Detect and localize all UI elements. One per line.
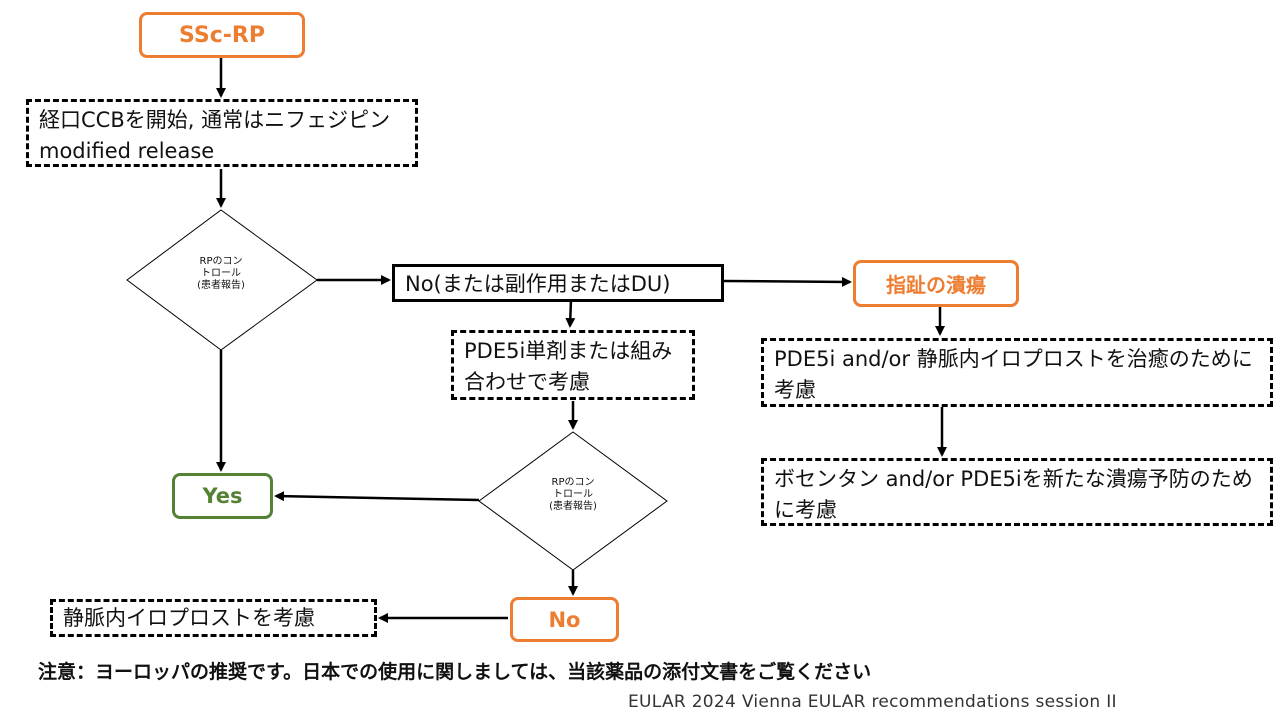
footer-note: 注意：ヨーロッパの推奨です。日本での使用に関しましては、当該薬品の添付文書をご覧… — [38, 661, 872, 683]
node-no: No — [510, 597, 619, 642]
node-ulcer-prevention: ボセンタン and/or PDE5iを新たな潰瘍予防のために考慮 — [761, 458, 1273, 526]
node-yes: Yes — [172, 473, 273, 519]
node-ulcer-treatment: PDE5i and/or 静脈内イロプロストを治癒のために考慮 — [761, 338, 1273, 407]
node-digital-ulcer: 指趾の潰瘍 — [853, 260, 1019, 307]
node-iv-iloprost: 静脈内イロプロストを考慮 — [50, 599, 377, 637]
node-no-side-effect-du: No(または副作用またはDU) — [392, 264, 724, 302]
node-ssc-rp: SSc-RP — [139, 12, 305, 58]
decision-2-line3: (患者報告) — [549, 501, 597, 512]
arrow-decision2-to-yes — [274, 491, 480, 502]
arrow-no-to-pde5i — [565, 299, 576, 328]
decision-1-line1: RPのコン — [199, 256, 243, 267]
decision-2-line1: RPのコン — [551, 477, 595, 488]
decision-1-line2: トロール — [201, 268, 241, 279]
node-oral-ccb: 経口CCBを開始, 通常はニフェジピンmodified release — [26, 99, 418, 167]
decision-1-label: RPのコン トロール (患者報告) — [171, 256, 271, 292]
decision-2-label: RPのコン トロール (患者報告) — [523, 477, 623, 513]
node-pde5i: PDE5i単剤または組み合わせで考慮 — [451, 330, 695, 400]
arrow-no-to-ulcer — [723, 276, 852, 287]
footer-credit: EULAR 2024 Vienna EULAR recommendations … — [628, 692, 1117, 712]
decision-1-line3: (患者報告) — [197, 280, 245, 291]
decision-2-line2: トロール — [553, 489, 593, 500]
